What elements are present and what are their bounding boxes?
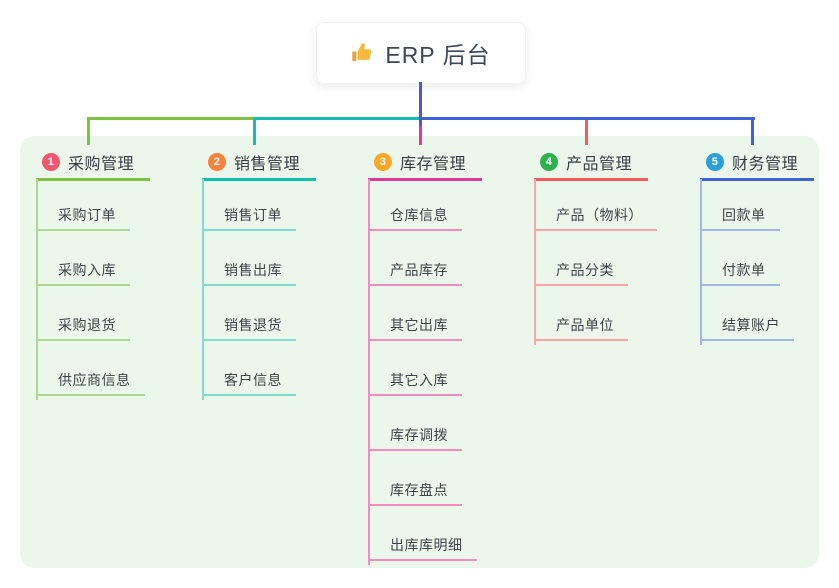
branch-node-2[interactable]: 2 销售管理 — [202, 146, 317, 181]
child-node[interactable]: 采购入库 — [36, 260, 130, 286]
thumbs-up-icon — [351, 41, 375, 65]
branch-drop-4 — [584, 120, 588, 145]
children-trunk-line-1 — [36, 179, 38, 400]
children-trunk-line-5 — [700, 179, 702, 345]
child-node[interactable]: 库存调拨 — [368, 425, 462, 451]
branch-label: 销售管理 — [234, 156, 301, 173]
branch-node-3[interactable]: 3 库存管理 — [368, 146, 483, 181]
child-node[interactable]: 销售出库 — [202, 260, 296, 286]
children-trunk-line-2 — [202, 179, 204, 400]
branch-badge-icon: 2 — [208, 153, 226, 171]
child-node[interactable]: 其它出库 — [368, 315, 462, 341]
children-trunk-line-3 — [368, 179, 370, 565]
child-node[interactable]: 产品库存 — [368, 260, 462, 286]
child-node[interactable]: 客户信息 — [202, 370, 296, 396]
child-node[interactable]: 库存盘点 — [368, 480, 462, 506]
child-node[interactable]: 采购订单 — [36, 205, 130, 231]
branch-drop-3 — [418, 120, 422, 145]
child-node[interactable]: 出库库明细 — [368, 535, 477, 561]
branch-drop-2 — [252, 117, 256, 145]
branch-node-1[interactable]: 1 采购管理 — [36, 146, 151, 181]
branch-bus-5 — [420, 117, 755, 120]
child-node[interactable]: 其它入库 — [368, 370, 462, 396]
child-node[interactable]: 付款单 — [700, 260, 780, 286]
branch-drop-1 — [86, 117, 90, 145]
child-node[interactable]: 采购退货 — [36, 315, 130, 341]
root-connector — [418, 82, 422, 126]
child-node[interactable]: 销售订单 — [202, 205, 296, 231]
child-node[interactable]: 结算账户 — [700, 315, 794, 341]
child-node[interactable]: 销售退货 — [202, 315, 296, 341]
branch-label: 采购管理 — [68, 156, 135, 173]
branch-badge-icon: 5 — [706, 153, 724, 171]
child-node[interactable]: 产品单位 — [534, 315, 628, 341]
child-node[interactable]: 回款单 — [700, 205, 780, 231]
child-node[interactable]: 产品分类 — [534, 260, 628, 286]
child-node[interactable]: 供应商信息 — [36, 370, 145, 396]
child-node[interactable]: 产品（物料） — [534, 205, 657, 231]
branch-bus-2 — [254, 117, 423, 120]
branch-badge-icon: 3 — [374, 153, 392, 171]
branch-drop-5 — [750, 117, 754, 145]
child-node[interactable]: 仓库信息 — [368, 205, 462, 231]
branch-node-4[interactable]: 4 产品管理 — [534, 146, 649, 181]
branch-label: 财务管理 — [732, 156, 799, 173]
branch-node-5[interactable]: 5 财务管理 — [700, 146, 815, 181]
branch-badge-icon: 4 — [540, 153, 558, 171]
branch-label: 产品管理 — [566, 156, 633, 173]
branch-badge-icon: 1 — [42, 153, 60, 171]
root-title: ERP 后台 — [385, 42, 491, 68]
root-node[interactable]: ERP 后台 — [316, 22, 526, 84]
branch-label: 库存管理 — [400, 156, 467, 173]
children-trunk-line-4 — [534, 179, 536, 345]
mindmap-panel — [20, 136, 819, 568]
